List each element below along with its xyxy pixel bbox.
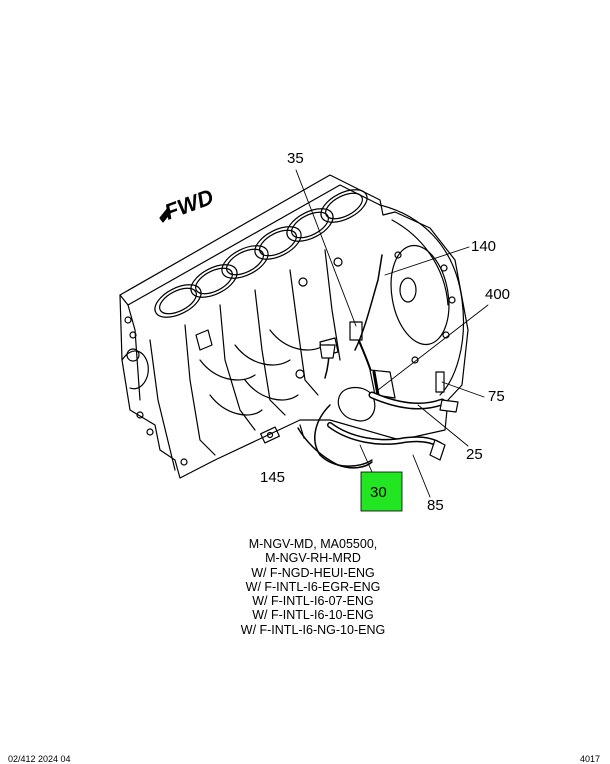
applicability-line: W/ F-NGD-HEUI-ENG	[251, 565, 375, 580]
fwd-arrow-icon	[159, 207, 172, 223]
callout-140[interactable]: 140	[471, 238, 496, 255]
leader-lines	[295, 169, 489, 498]
applicability-line: W/ F-INTL-I6-07-ENG	[252, 594, 374, 609]
callout-145[interactable]: 145	[260, 469, 285, 486]
applicability-line: M-NGV-RH-MRD	[265, 551, 361, 566]
fwd-label: FWD	[161, 184, 217, 225]
callout-85[interactable]: 85	[427, 497, 444, 514]
applicability-line: M-NGV-MD, MA05500,	[248, 537, 378, 551]
callout-75[interactable]: 75	[488, 388, 505, 405]
callout-25[interactable]: 25	[466, 446, 483, 463]
applicability-notes: M-NGV-MD, MA05500, M-NGV-RH-MRD W/ F-NGD…	[180, 537, 446, 637]
callout-highlight-box	[360, 471, 403, 512]
callout-400[interactable]: 400	[485, 286, 510, 303]
footer-left-text: 02/412 2024 04	[8, 754, 71, 764]
callout-35[interactable]: 35	[287, 150, 304, 167]
callout-30[interactable]: 30	[370, 484, 387, 501]
harness-assembly	[297, 254, 459, 469]
applicability-line: W/ F-INTL-I6-NG-10-ENG	[240, 622, 386, 637]
applicability-line: W/ F-INTL-I6-10-ENG	[252, 608, 374, 623]
applicability-line: W/ F-INTL-I6-EGR-ENG	[245, 579, 381, 594]
footer-right-text: 4017	[580, 754, 601, 764]
